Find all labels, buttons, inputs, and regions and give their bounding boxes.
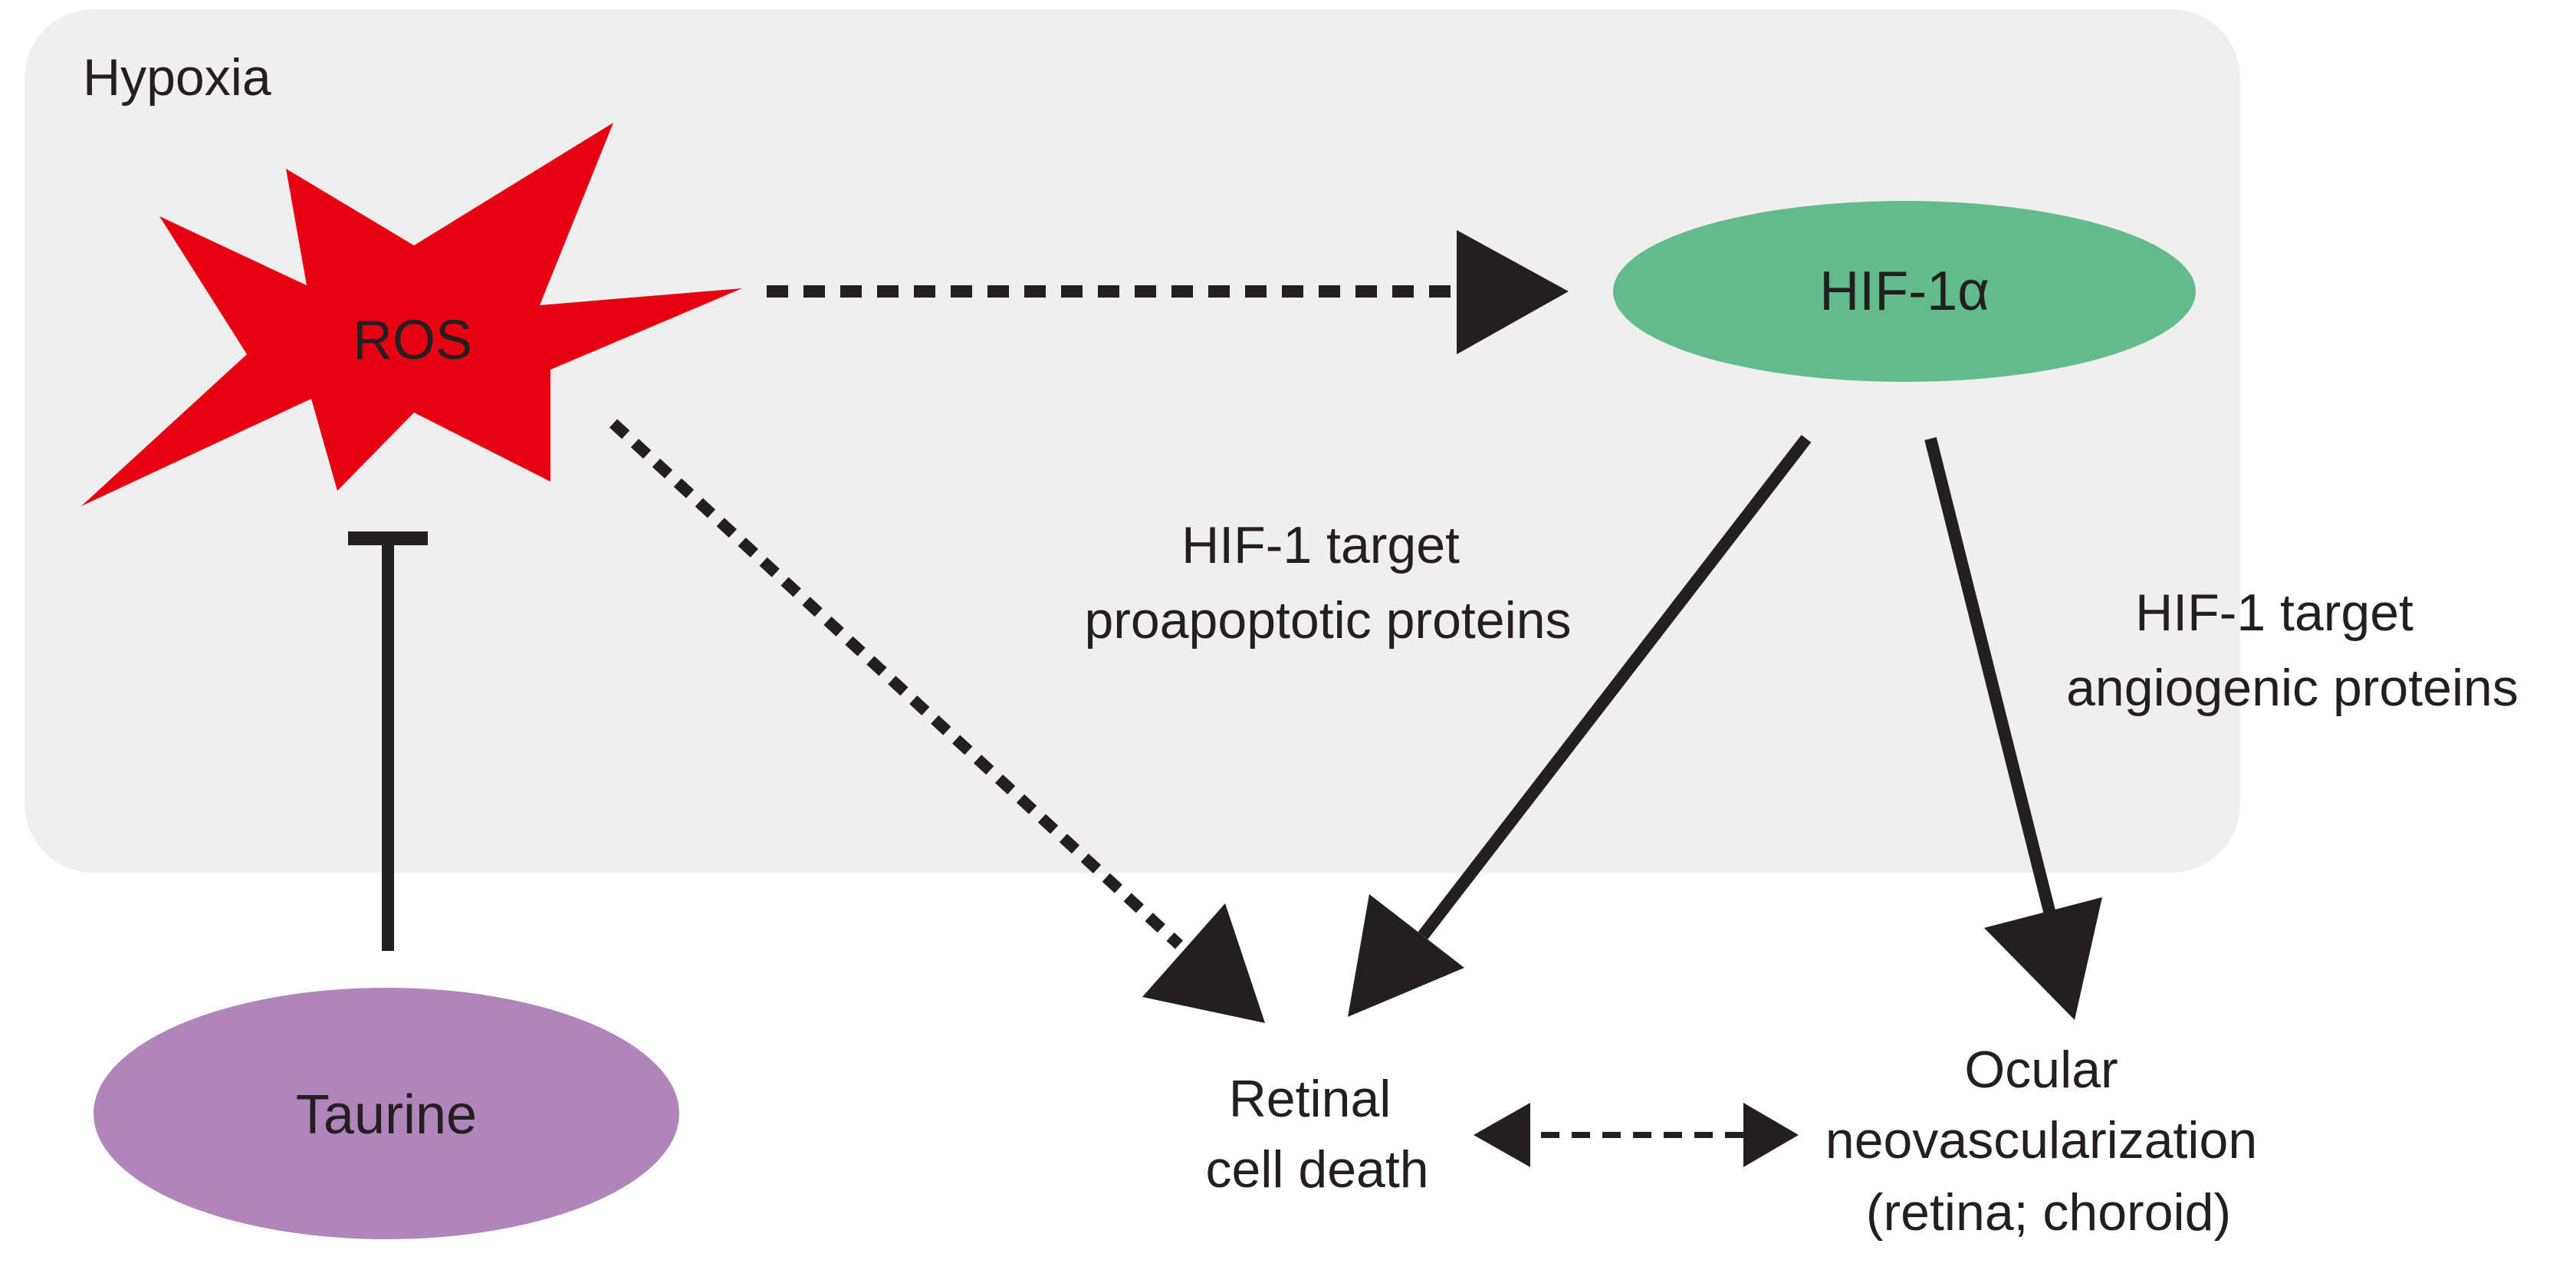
outcomes-left-arrowhead [1474,1103,1530,1167]
hypoxia-region [25,9,2240,873]
retinal-death-line-2: cell death [1205,1140,1428,1199]
hif-to-neo-arrowhead [1984,897,2102,1020]
proapoptotic-label-line-2: proapoptotic proteins [1084,591,1571,650]
retinal-death-line-1: Retinal [1229,1070,1392,1128]
angiogenic-label-line-2: angiogenic proteins [2066,659,2518,717]
hif-label: HIF-1α [1819,261,1990,322]
hypoxia-label: Hypoxia [83,48,271,107]
angiogenic-label: HIF-1 target angiogenic proteins [2066,584,2518,717]
proapoptotic-label-line-1: HIF-1 target [1181,516,1460,574]
ros-star-shape [81,123,742,506]
ros-to-hif-arrowhead [1457,230,1569,354]
angiogenic-label-line-1: HIF-1 target [2135,584,2413,642]
retinal-death-label: Retinal cell death [1205,1070,1428,1199]
neovascularization-line-1: Ocular [1964,1041,2118,1099]
proapoptotic-label: HIF-1 target proapoptotic proteins [1084,516,1571,650]
hif-ellipse [1613,201,2196,382]
taurine-label: Taurine [296,1084,477,1146]
hif-to-neo-line [1924,437,2058,922]
taurine-ellipse [94,988,679,1239]
neovascularization-line-3: (retina; choroid) [1866,1183,2231,1242]
neovascularization-label: Ocular neovascularization (retina; choro… [1825,1041,2272,1242]
hif-to-death-line [1418,435,1812,939]
ros-to-death-dashed-line [609,419,1184,949]
outcomes-right-arrowhead [1743,1103,1799,1167]
ros-to-death-arrowhead [1142,903,1265,1023]
ros-label: ROS [353,310,472,371]
neovascularization-line-2: neovascularization [1825,1111,2257,1169]
hif-to-death-arrowhead [1348,894,1464,1017]
